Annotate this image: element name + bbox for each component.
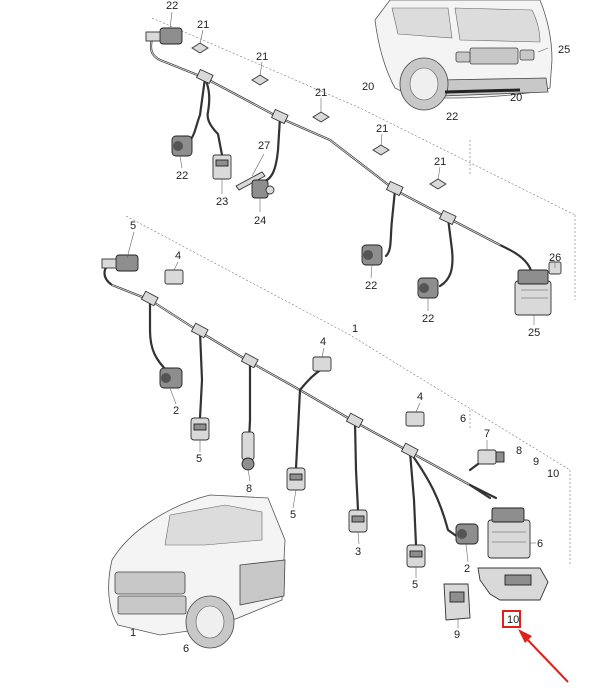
callout-7: 7	[484, 428, 490, 440]
callout-1: 1	[130, 627, 136, 639]
callout-22: 22	[422, 313, 434, 325]
callout-3: 3	[355, 546, 361, 558]
callout-10: 10	[507, 614, 519, 626]
callout-10: 10	[547, 468, 559, 480]
callout-2: 2	[173, 405, 179, 417]
callout-21: 21	[197, 19, 209, 31]
callout-5: 5	[290, 509, 296, 521]
front-temp-sensor-icon	[241, 431, 255, 471]
callout-6: 6	[183, 643, 189, 655]
highlight-marker	[502, 610, 569, 683]
front-main-connector-icon	[487, 507, 531, 559]
callout-27: 27	[258, 140, 270, 152]
front-parking-sensor-icon	[159, 367, 479, 545]
callout-21: 21	[434, 156, 446, 168]
callout-21: 21	[256, 51, 268, 63]
front-connector-7-icon	[477, 449, 505, 465]
cable-tie-icon	[235, 171, 266, 191]
callout-1: 1	[352, 323, 358, 335]
callout-leader-lines	[126, 11, 556, 628]
callout-6: 6	[460, 413, 466, 425]
callout-8: 8	[246, 483, 252, 495]
callout-20: 20	[510, 92, 522, 104]
callout-4: 4	[175, 250, 181, 262]
rear-reference-frame	[151, 17, 576, 300]
callout-20: 20	[362, 81, 374, 93]
callout-9: 9	[533, 456, 539, 468]
arrow-head-icon	[518, 629, 532, 643]
callout-22: 22	[365, 280, 377, 292]
callout-25: 25	[528, 327, 540, 339]
callout-5: 5	[130, 220, 136, 232]
rear-main-connector-icon	[514, 269, 552, 316]
highlight-box	[502, 610, 521, 628]
rear-parking-sensor-icon	[171, 135, 439, 299]
callout-23: 23	[216, 196, 228, 208]
callout-5: 5	[412, 579, 418, 591]
callout-22: 22	[166, 0, 178, 12]
rear-wiring-harness	[149, 36, 536, 288]
callout-22: 22	[176, 170, 188, 182]
callout-21: 21	[376, 123, 388, 135]
front-wiring-harness	[103, 260, 498, 547]
rear-bracket-24-icon	[251, 179, 275, 199]
callout-21: 21	[315, 87, 327, 99]
front-clip-icon	[164, 269, 425, 427]
callout-4: 4	[417, 391, 423, 403]
front-top-connector-icon	[101, 254, 139, 272]
callout-22: 22	[446, 111, 458, 123]
rear-clip-icon	[191, 42, 447, 190]
callout-24: 24	[254, 215, 266, 227]
rear-vehicle-illustration	[374, 0, 553, 111]
callout-8: 8	[516, 445, 522, 457]
front-sensor-connector-icon	[190, 417, 426, 568]
callout-2: 2	[464, 563, 470, 575]
callout-6: 6	[537, 538, 543, 550]
rear-connector-23-icon	[212, 154, 232, 180]
front-bracket-9-icon	[443, 583, 471, 621]
callout-labels: 22 21 21 21 21 21 20 20 22 25 22 22 22 2…	[130, 0, 570, 655]
front-vehicle-illustration	[108, 494, 286, 649]
front-reference-frame	[125, 215, 571, 565]
callout-5: 5	[196, 453, 202, 465]
callout-26: 26	[549, 252, 561, 264]
rear-top-connector	[145, 27, 183, 45]
highlight-arrow	[523, 635, 569, 683]
front-bracket-10-icon	[477, 567, 549, 601]
callout-25: 25	[558, 44, 570, 56]
callout-4: 4	[320, 336, 326, 348]
callout-9: 9	[454, 629, 460, 641]
